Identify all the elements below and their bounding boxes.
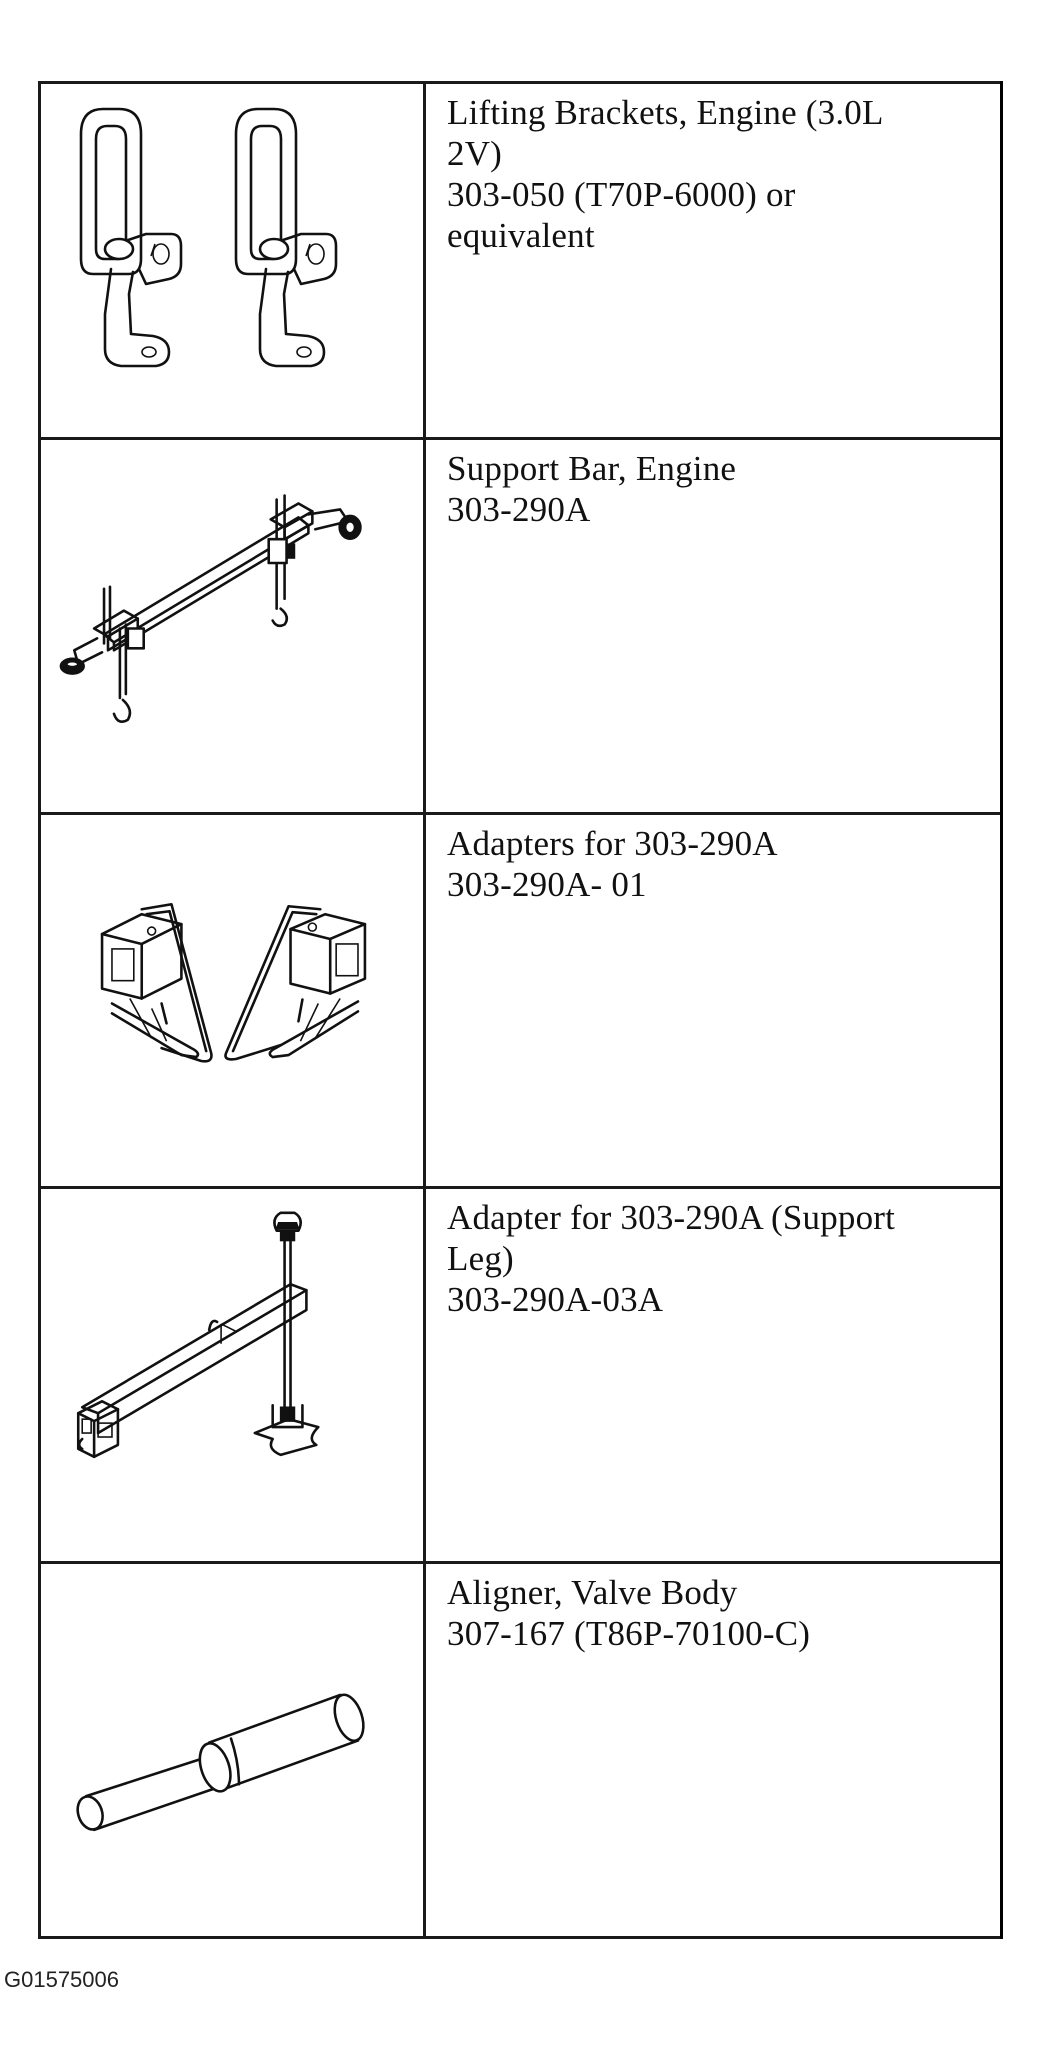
- tool-description: Adapters for 303-290A 303-290A- 01: [431, 815, 994, 1186]
- figure-id: G01575006: [4, 1967, 119, 1992]
- adapters-illustration: [41, 815, 423, 1186]
- tool-number: 303-290A- 01: [447, 865, 647, 904]
- tool-description: Adapter for 303-290A (Support Leg) 303-2…: [431, 1189, 994, 1561]
- special-tools-table: Lifting Brackets, Engine (3.0L 2V) 303-0…: [38, 81, 1003, 1939]
- adapters-icon: [100, 902, 367, 1063]
- tool-number: 307-167 (T86P-70100-C): [447, 1614, 811, 1653]
- tool-description: Aligner, Valve Body 307-167 (T86P-70100-…: [431, 1564, 994, 1936]
- tool-row: Lifting Brackets, Engine (3.0L 2V) 303-0…: [41, 84, 1000, 437]
- tool-row: Adapter for 303-290A (Support Leg) 303-2…: [41, 1186, 1000, 1561]
- tool-row: Adapters for 303-290A 303-290A- 01: [41, 812, 1000, 1186]
- tool-number: 303-050 (T70P-6000) or equivalent: [447, 175, 796, 255]
- support-leg-icon: [76, 1211, 320, 1459]
- lifting-brackets-icon: [79, 107, 338, 368]
- tool-description: Support Bar, Engine 303-290A: [431, 440, 994, 812]
- tool-name: Support Bar, Engine: [447, 449, 737, 488]
- column-divider: [423, 84, 426, 1936]
- support-bar-icon: [59, 494, 362, 723]
- tool-number: 303-290A-03A: [447, 1280, 664, 1319]
- support-leg-adapter-illustration: [41, 1189, 423, 1561]
- tool-row: Aligner, Valve Body 307-167 (T86P-70100-…: [41, 1561, 1000, 1936]
- tool-name: Lifting Brackets, Engine (3.0L 2V): [447, 93, 884, 173]
- valve-body-aligner-icon: [76, 1693, 365, 1832]
- tool-name: Aligner, Valve Body: [447, 1573, 738, 1612]
- lifting-brackets-illustration: [41, 84, 423, 437]
- tool-number: 303-290A: [447, 490, 591, 529]
- tool-description: Lifting Brackets, Engine (3.0L 2V) 303-0…: [431, 84, 994, 437]
- tool-name: Adapters for 303-290A: [447, 824, 778, 863]
- tool-name: Adapter for 303-290A (Support Leg): [447, 1198, 896, 1278]
- support-bar-illustration: [41, 440, 423, 812]
- valve-body-aligner-illustration: [41, 1564, 423, 1936]
- tool-row: Support Bar, Engine 303-290A: [41, 437, 1000, 812]
